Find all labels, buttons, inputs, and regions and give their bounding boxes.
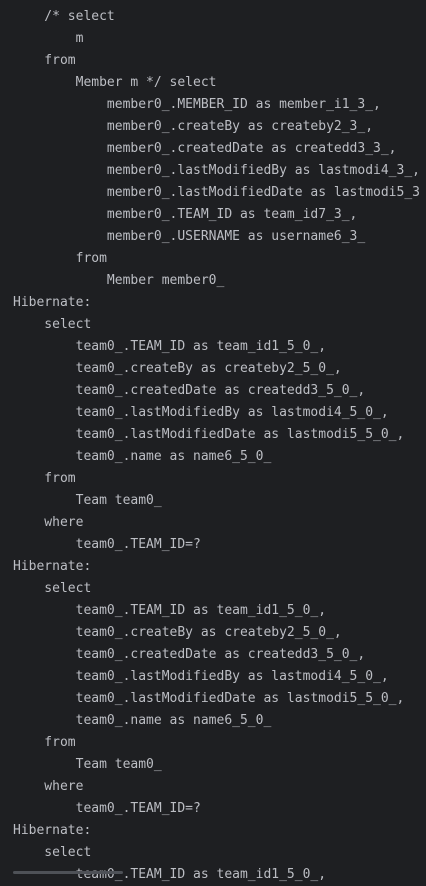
console-line: team0_.lastModifiedDate as lastmodi5_5_0…	[13, 691, 405, 706]
console-line: where	[13, 779, 84, 794]
console-line: from	[13, 53, 76, 68]
console-line: Hibernate:	[13, 823, 92, 838]
console-line: Member m */ select	[13, 75, 217, 90]
console-line: team0_.TEAM_ID as team_id1_5_0_,	[13, 603, 327, 618]
horizontal-scrollbar-thumb[interactable]	[13, 871, 123, 874]
console-line: team0_.TEAM_ID=?	[13, 801, 201, 816]
console-line: select	[13, 845, 92, 860]
console-line: team0_.name as name6_5_0_	[13, 713, 272, 728]
console-line: member0_.USERNAME as username6_3_	[13, 229, 366, 244]
console-line: Hibernate:	[13, 559, 92, 574]
console-line: member0_.createBy as createby2_3_,	[13, 119, 374, 134]
console-line: team0_.TEAM_ID=?	[13, 537, 201, 552]
console-line: team0_.createBy as createby2_5_0_,	[13, 361, 342, 376]
console-line: member0_.createdDate as createdd3_3_,	[13, 141, 397, 156]
console-line: /* select	[13, 9, 115, 24]
console-lines: /* select m from Member m */ select memb…	[13, 6, 420, 886]
console-line: Team team0_	[13, 757, 162, 772]
console-line: from	[13, 471, 76, 486]
console-line: member0_.MEMBER_ID as member_i1_3_,	[13, 97, 381, 112]
console-line: Team team0_	[13, 493, 162, 508]
console-line: select	[13, 581, 92, 596]
console-line: team0_.TEAM_ID as team_id1_5_0_,	[13, 867, 327, 882]
console-line: team0_.lastModifiedBy as lastmodi4_5_0_,	[13, 669, 389, 684]
console-line: where	[13, 515, 84, 530]
console-line: from	[13, 735, 76, 750]
console-line: Member member0_	[13, 273, 225, 288]
console-line: team0_.createdDate as createdd3_5_0_,	[13, 383, 366, 398]
console-line: Hibernate:	[13, 295, 92, 310]
console-line: team0_.createdDate as createdd3_5_0_,	[13, 647, 366, 662]
console-line: member0_.lastModifiedBy as lastmodi4_3_,	[13, 163, 420, 178]
console-line: member0_.TEAM_ID as team_id7_3_,	[13, 207, 358, 222]
console-line: team0_.TEAM_ID as team_id1_5_0_,	[13, 339, 327, 354]
console-line: member0_.lastModifiedDate as lastmodi5_3	[13, 185, 420, 200]
console-line: team0_.lastModifiedBy as lastmodi4_5_0_,	[13, 405, 389, 420]
console-line: team0_.name as name6_5_0_	[13, 449, 272, 464]
console-line: team0_.createBy as createby2_5_0_,	[13, 625, 342, 640]
console-line: m	[13, 31, 84, 46]
console-line: from	[13, 251, 107, 266]
console-line: team0_.lastModifiedDate as lastmodi5_5_0…	[13, 427, 405, 442]
console-line: select	[13, 317, 92, 332]
